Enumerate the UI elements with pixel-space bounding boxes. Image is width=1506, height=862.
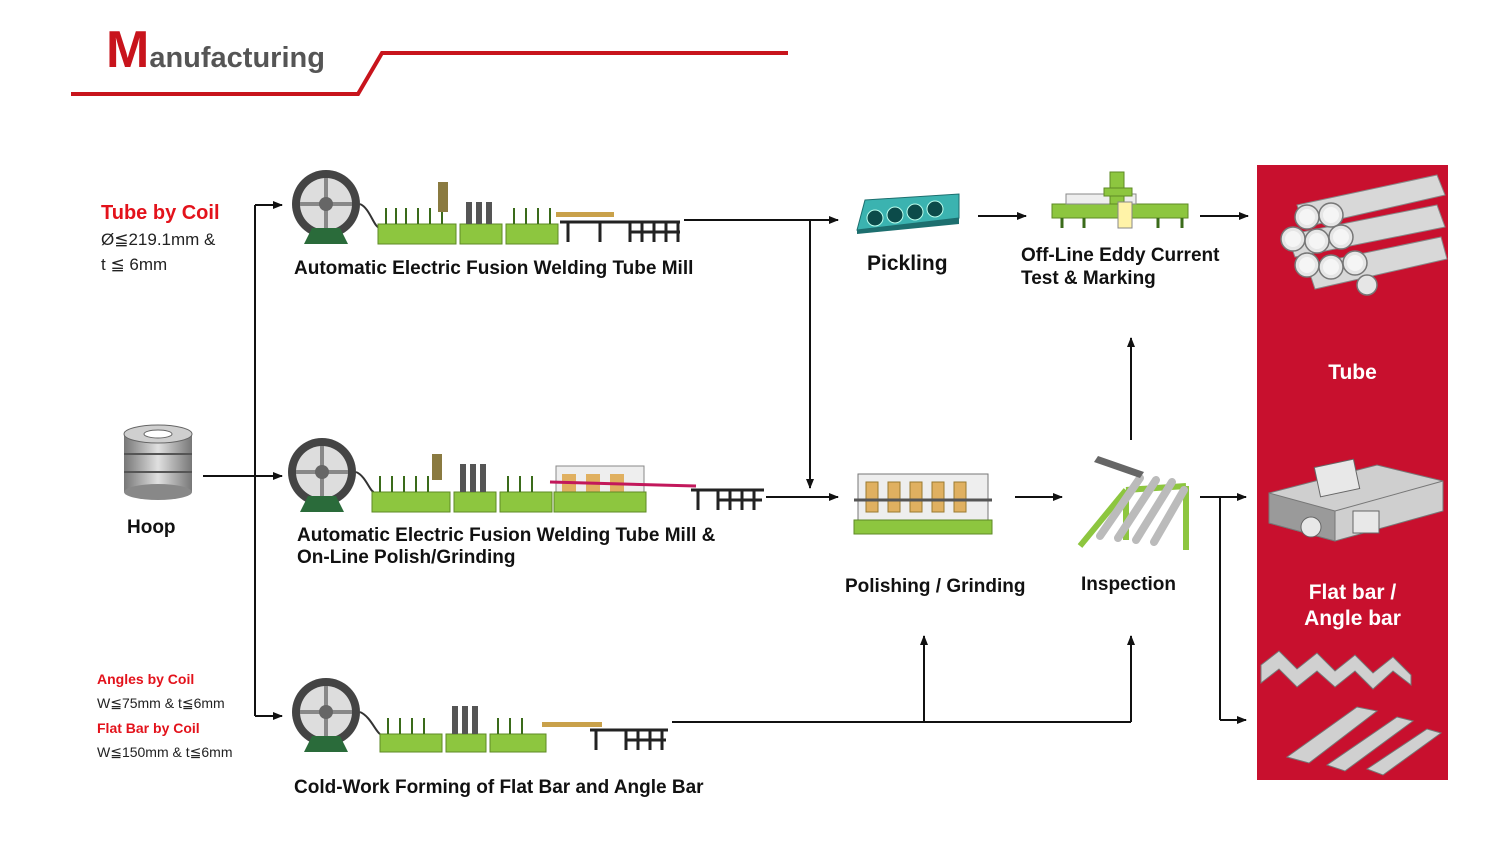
flat-angle-product-label-line2: Angle bar [1304,607,1401,630]
tube-bundle-icon [1280,174,1448,296]
eddy-current-label-line2: Test & Marking [1021,268,1156,289]
header-underline [71,51,788,96]
inspection-label: Inspection [1081,574,1177,595]
hoop-coil-icon [123,424,193,500]
page-header: Manufacturing [0,0,800,110]
flat-bar-by-coil-spec: W≦150mm & t≦6mm [97,744,233,760]
cold-work-label: Cold-Work Forming of Flat Bar and Angle … [294,777,704,798]
tube-by-coil-spec-2: t ≦ 6mm [101,255,168,274]
inspection-table-icon [1077,456,1189,550]
pickling-tank-icon [856,193,960,234]
tube-mill-1-machine-icon [292,170,680,245]
title-initial: M [106,21,150,79]
polishing-label: Polishing / Grinding [845,576,1026,597]
title-rest: anufacturing [149,42,325,74]
angle-flat-bar-icon [1260,650,1443,776]
pickling-label: Pickling [867,252,948,275]
page-title: Manufacturing [106,20,325,80]
eddy-current-machine-icon [1051,171,1189,229]
square-tube-icon [1268,458,1444,542]
tube-by-coil-spec-1: Ø≦219.1mm & [101,230,216,249]
flat-bar-by-coil-label: Flat Bar by Coil [97,720,200,736]
eddy-current-label-line1: Off-Line Eddy Current [1021,245,1220,266]
tube-mill-1-label: Automatic Electric Fusion Welding Tube M… [294,258,694,279]
product-panel: Tube Flat bar / Angle bar [1257,165,1448,780]
tube-mill-2-label-line1: Automatic Electric Fusion Welding Tube M… [297,525,716,546]
hoop-label: Hoop [127,517,176,538]
tube-product-label: Tube [1328,361,1377,384]
tube-mill-2-machine-icon [288,438,764,513]
polishing-machine-icon [853,473,993,535]
tube-mill-2-label-line2: On-Line Polish/Grinding [297,547,516,568]
angles-by-coil-spec: W≦75mm & t≦6mm [97,695,225,711]
angles-by-coil-label: Angles by Coil [97,671,195,687]
tube-by-coil-label: Tube by Coil [101,202,220,224]
flat-angle-product-label-line1: Flat bar / [1308,581,1397,604]
cold-work-machine-icon [292,678,668,753]
